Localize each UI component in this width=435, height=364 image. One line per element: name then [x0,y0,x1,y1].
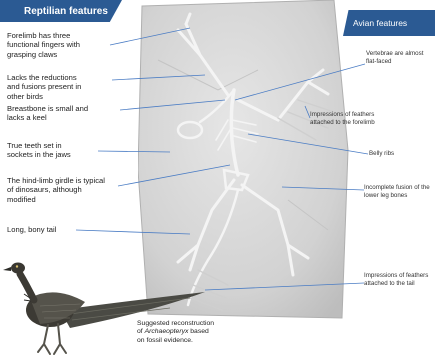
label-true-teeth: True teeth set in sockets in the jaws [7,141,71,160]
reconstruction-beak [3,267,11,271]
reconstruction-eye [16,265,18,267]
reconstruction-legs [38,324,66,354]
label-forelimb-fingers: Forelimb has three functional fingers wi… [7,31,80,59]
caption-based: based [190,328,209,335]
label-lacks-reductions: Lacks the reductions and fusions present… [7,73,81,101]
caption-line-2: of Archaeopteryx based [137,328,257,336]
reptilian-features-banner: Reptilian features [0,0,122,22]
caption-line-1: Suggested reconstruction [137,320,257,328]
label-hindlimb-girdle: The hind-limb girdle is typical of dinos… [7,176,105,204]
caption-line-3: on fossil evidence. [137,337,257,345]
label-flat-vertebrae: Vertebrae are almost flat-faced [366,50,423,66]
label-lower-leg-bones: Incomplete fusion of the lower leg bones [364,184,430,200]
label-bony-tail: Long, bony tail [7,225,56,234]
label-tail-feathers: Impressions of feathers attached to the … [364,272,428,288]
avian-features-banner: Avian features [343,10,435,36]
reconstruction-head [11,263,25,274]
archaeopteryx-reconstruction [0,240,210,364]
caption-of: of [137,328,143,335]
caption-genus: Archaeopteryx [145,328,189,335]
label-breastbone: Breastbone is small and lacks a keel [7,104,88,123]
reconstruction-caption: Suggested reconstruction of Archaeoptery… [137,320,257,345]
label-forelimb-feathers: Impressions of feathers attached to the … [310,111,375,127]
label-belly-ribs: Belly ribs [369,150,394,158]
